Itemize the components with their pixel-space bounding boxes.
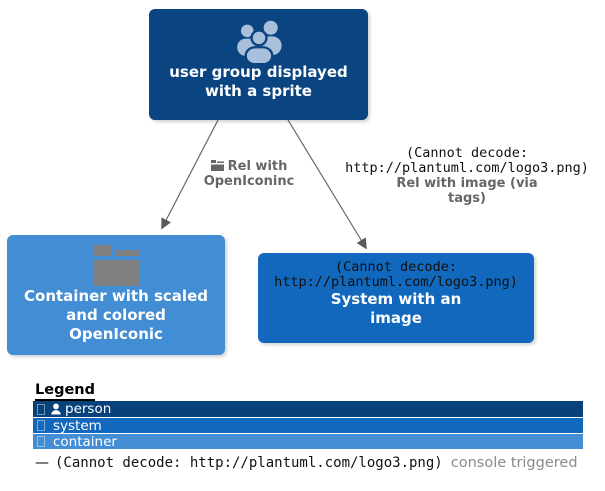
system-node-label-line2: image xyxy=(370,309,422,327)
missing-glyph-icon xyxy=(37,436,45,447)
container-node-label: Container with scaled and colored OpenIc… xyxy=(24,287,208,344)
person-icon xyxy=(51,403,61,415)
legend-label-person: person xyxy=(65,401,112,417)
person-node: user group displayed with a sprite xyxy=(149,9,368,120)
edge-label-image-tags: (Cannot decode: http://plantuml.com/logo… xyxy=(336,145,598,207)
person-node-label: user group displayed with a sprite xyxy=(169,63,348,101)
edge-left-label-line2: OpenIconinc xyxy=(203,174,295,189)
user-group-sprite-icon xyxy=(236,20,282,63)
missing-glyph-icon xyxy=(37,403,45,415)
person-node-label-line1: user group displayed xyxy=(169,63,348,81)
edge-label-openiconic: Rel with OpenIconinc xyxy=(179,159,319,189)
folder-icon xyxy=(93,245,139,286)
console-error-line: — (Cannot decode: http://plantuml.com/log… xyxy=(35,455,578,471)
container-node: Container with scaled and colored OpenIc… xyxy=(7,235,225,355)
folder-small-icon xyxy=(210,160,224,171)
footer-note: console triggered xyxy=(450,455,578,471)
legend-row-person: person xyxy=(33,401,583,417)
legend-label-system: system xyxy=(53,417,102,434)
missing-glyph-icon xyxy=(37,420,45,431)
container-node-label-line2: and colored xyxy=(66,306,166,324)
edge-right-error-line1: (Cannot decode: xyxy=(406,145,528,161)
edge-right-error-line2: http://plantuml.com/logo3.png) xyxy=(345,160,589,176)
legend-title: Legend xyxy=(35,382,95,401)
container-node-label-line1: Container with scaled xyxy=(24,287,208,305)
system-node-label: System with an image xyxy=(331,290,462,328)
container-node-label-line3: OpenIconic xyxy=(69,325,163,343)
legend-row-container: container xyxy=(33,433,583,450)
legend: person system container xyxy=(33,401,583,450)
edge-right-label-line1: Rel with image (via xyxy=(396,176,538,191)
edge-left-label-line1: Rel with xyxy=(227,159,288,174)
legend-row-system: system xyxy=(33,417,583,434)
system-node-error-line2: http://plantuml.com/logo3.png) xyxy=(274,274,518,290)
footer-dash: — xyxy=(35,455,49,471)
legend-label-container: container xyxy=(53,433,117,450)
system-node-label-line1: System with an xyxy=(330,290,462,308)
edge-right-label-line2: tags) xyxy=(448,191,486,206)
system-node: (Cannot decode: http://plantuml.com/logo… xyxy=(258,253,534,343)
footer-error-text: (Cannot decode: http://plantuml.com/logo… xyxy=(55,455,443,471)
person-node-label-line2: with a sprite xyxy=(205,82,312,100)
system-node-error-line1: (Cannot decode: xyxy=(335,259,457,275)
